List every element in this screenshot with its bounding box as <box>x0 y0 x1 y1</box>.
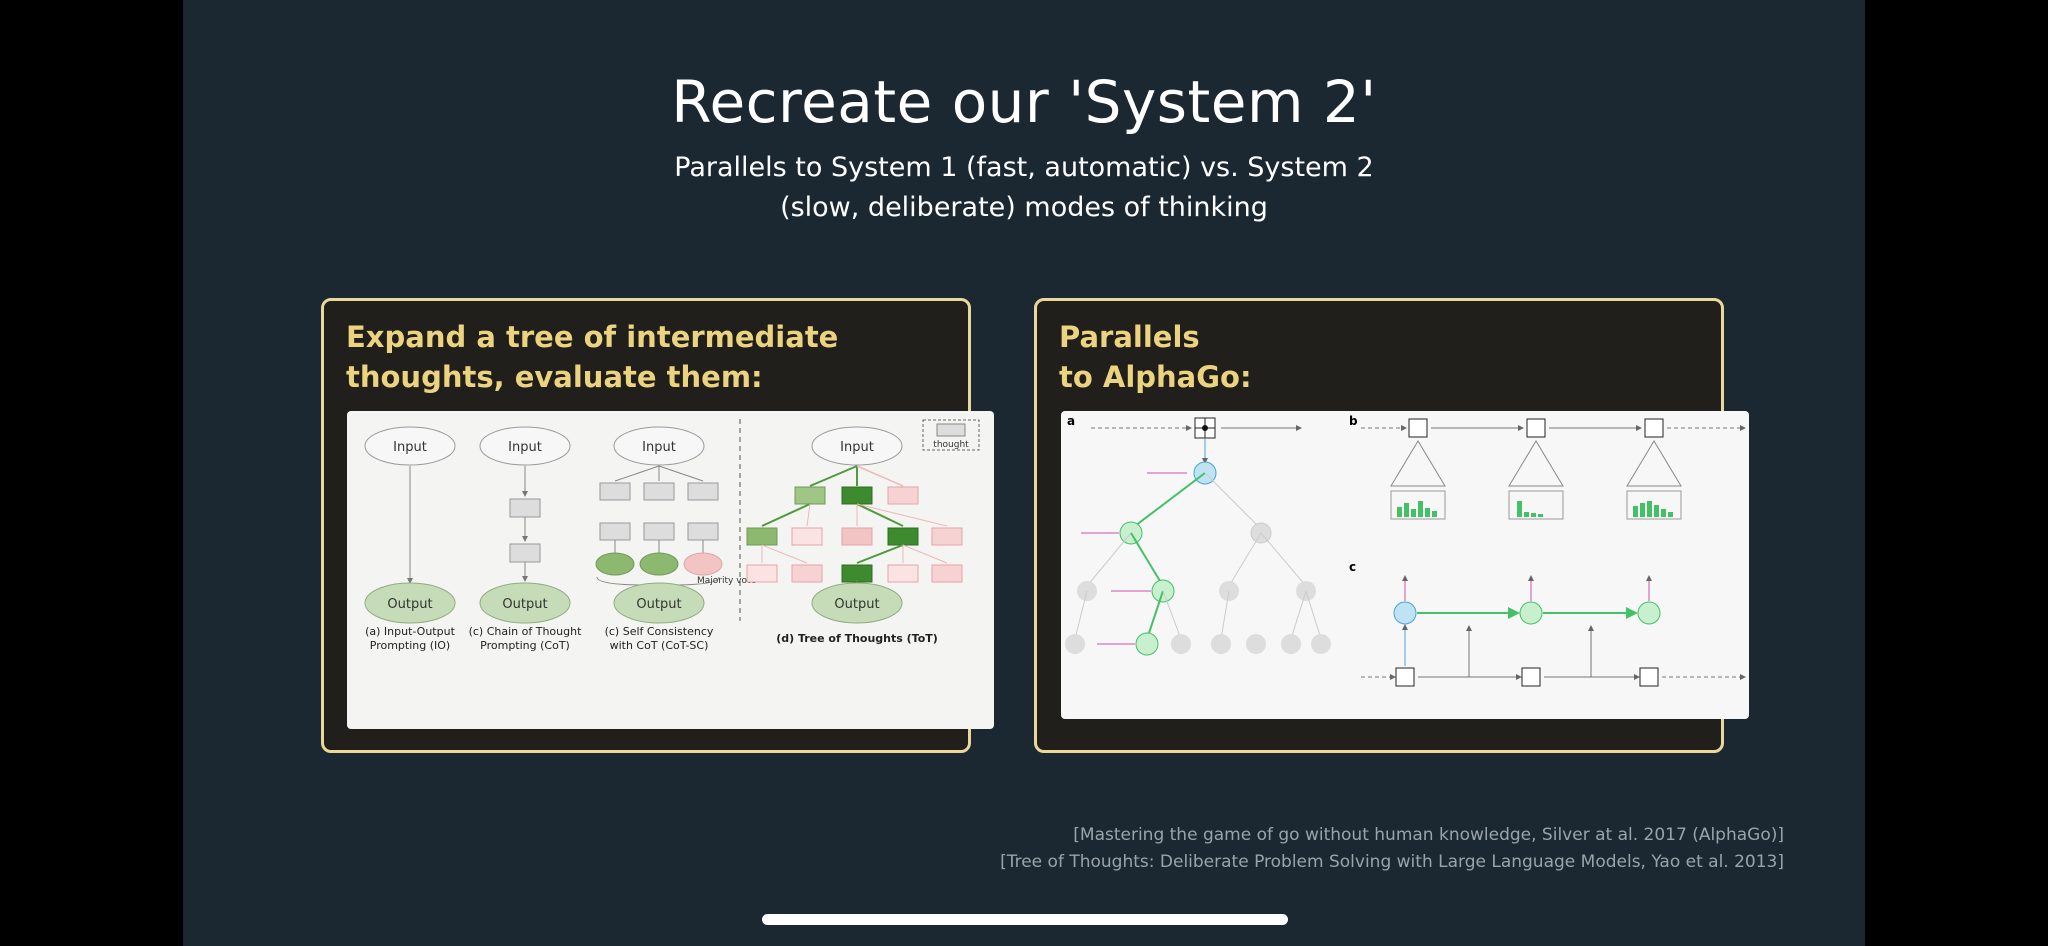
alphago-figure: a b <box>1061 411 1749 719</box>
slide-subtitle: Parallels to System 1 (fast, automatic) … <box>183 148 1865 228</box>
caption-cot-1: (c) Chain of Thought <box>469 625 582 638</box>
tot-output-label: Output <box>834 597 879 612</box>
tree-heading-line-1: Expand a tree of intermediate <box>346 320 839 354</box>
cot-input-node <box>479 426 571 466</box>
alphago-label-b: b <box>1349 414 1358 428</box>
cotsc-input-node <box>613 426 705 466</box>
majority-vote-label: Majority vote <box>697 576 757 586</box>
cot-thought-1 <box>509 498 541 518</box>
tree-panel-heading: Expand a tree of intermediate thoughts, … <box>346 317 838 397</box>
caption-cotsc-1: (c) Self Consistency <box>605 625 714 638</box>
thought-legend-label: thought <box>933 440 969 450</box>
tot-input-node <box>811 426 903 466</box>
tot-output-node <box>811 582 903 624</box>
io-input-label: Input <box>393 440 427 455</box>
caption-io-2: Prompting (IO) <box>370 639 450 652</box>
alphago-panel-heading: Parallels to AlphaGo: <box>1059 317 1252 397</box>
alphago-diagram: a b <box>1065 414 1746 687</box>
cot-thought-2 <box>509 543 541 563</box>
cotsc-output-node <box>613 582 705 624</box>
thought-legend <box>922 419 980 451</box>
tot-input-label: Input <box>840 440 874 455</box>
citation-tot: [Tree of Thoughts: Deliberate Problem So… <box>1000 852 1784 872</box>
citation-alphago: [Mastering the game of go without human … <box>1073 825 1784 845</box>
alphago-heading-line-1: Parallels <box>1059 320 1200 354</box>
tree-heading-line-2: thoughts, evaluate them: <box>346 360 763 394</box>
cot-output-label: Output <box>502 597 547 612</box>
slide-title: Recreate our 'System 2' <box>671 68 1377 136</box>
alphago-label-c: c <box>1349 560 1356 574</box>
io-input-node <box>364 426 456 466</box>
citations: [Mastering the game of go without human … <box>1000 822 1784 876</box>
caption-cot-2: Prompting (CoT) <box>480 639 570 652</box>
io-output-label: Output <box>387 597 432 612</box>
prompting-strategies-figure: Input Output (a) Input-Output Prompting … <box>347 411 994 729</box>
io-output-node <box>364 582 456 624</box>
caption-io-1: (a) Input-Output <box>365 625 455 638</box>
caption-cotsc-2: with CoT (CoT-SC) <box>610 639 709 652</box>
cotsc-input-label: Input <box>642 440 676 455</box>
cot-input-label: Input <box>508 440 542 455</box>
subtitle-line-1: Parallels to System 1 (fast, automatic) … <box>674 152 1374 183</box>
cotsc-output-label: Output <box>636 597 681 612</box>
cot-output-node <box>479 582 571 624</box>
alphago-label-a: a <box>1067 414 1075 428</box>
subtitle-line-2: (slow, deliberate) modes of thinking <box>780 192 1268 223</box>
alphago-heading-line-2: to AlphaGo: <box>1059 360 1252 394</box>
home-indicator[interactable] <box>762 914 1288 925</box>
prompting-diagram: Input Output (a) Input-Output Prompting … <box>364 419 980 652</box>
caption-tot: (d) Tree of Thoughts (ToT) <box>776 632 938 645</box>
